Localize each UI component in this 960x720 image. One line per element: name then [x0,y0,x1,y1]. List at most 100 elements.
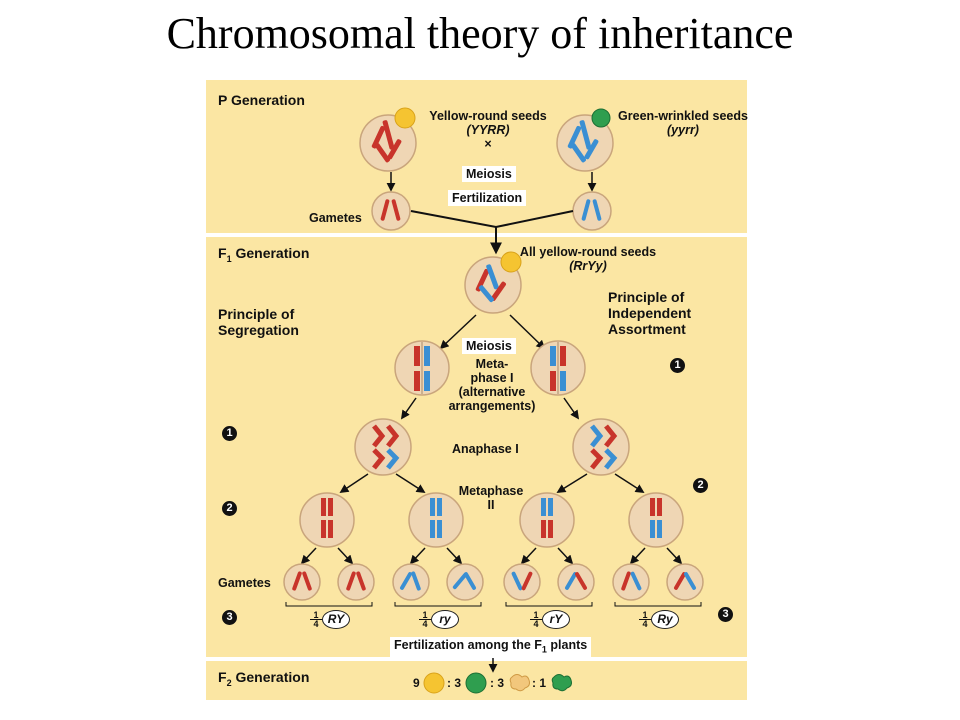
independent-line-1: Principle of [608,289,685,305]
metaphase-i-line-2: phase I [470,371,514,385]
meiosis-label-p: Meiosis [462,166,516,182]
step-3-left: 3 [222,610,237,625]
gamete-bracket-1 [285,602,373,607]
fraction-numerator: 1 [533,610,539,620]
metaphase-ii-cell-3 [519,492,575,548]
green-seed-icon [591,108,611,128]
f2-generation-heading: F2 Generation [218,670,309,690]
ratio-1: : 1 [532,676,547,690]
p-generation-panel [206,80,747,233]
gametes-label-f1: Gametes [218,576,271,590]
gamete-bracket-2 [394,602,482,607]
anaphase-i-label: Anaphase I [452,442,519,456]
metaphase-i-label: Meta- phase I (alternative arrangements) [440,357,544,413]
gamete-cell-6 [557,563,595,601]
f2-heading-sub: 2 [226,677,232,688]
parent-cell-yellow [359,114,417,172]
fraction-numerator: 1 [422,610,428,620]
gamete-type-3-genotype: rY [542,610,570,629]
gamete-bracket-3 [505,602,593,607]
page-title: Chromosomal theory of inheritance [166,9,794,58]
yellow-seeds-text: Yellow-round seeds [429,109,547,123]
metaphase-ii-cell-2 [408,492,464,548]
yellow-seeds-genotype: (YYRR) [466,123,510,137]
step-1-left: 1 [222,426,237,441]
fertilization-label-p: Fertilization [448,190,527,206]
step-2-right: 2 [693,478,708,493]
fraction-denominator: 4 [639,619,651,629]
fert-among-text: Fertilization among the F [394,638,542,652]
gamete-type-2-genotype: ry [431,610,459,629]
gamete-type-1-genotype: RY [322,610,350,629]
gametes-label-p: Gametes [309,211,362,225]
metaphase-ii-label: Metaphase II [446,484,536,512]
cross-symbol: × [484,137,492,151]
yellow-seed-icon [394,107,416,129]
gamete-bracket-4 [614,602,702,607]
parent-cell-green [556,114,614,172]
metaphase-i-cell-right [530,340,586,396]
p-gamete-yellow [371,191,411,231]
independent-line-3: Assortment [608,321,686,337]
yellow-seed-icon [500,251,522,273]
step-2-left: 2 [222,501,237,516]
metaphase-i-line-3: (alternative [458,385,526,399]
independent-line-2: Independent [608,305,692,321]
f1-heading-sub: 1 [226,253,232,264]
green-wrinkled-seed-icon [551,674,572,692]
metaphase-i-cell-left [394,340,450,396]
gamete-cell-4 [446,563,484,601]
gamete-type-4-genotype: Ry [651,610,679,629]
green-seeds-text: Green-wrinkled seeds [618,109,748,123]
gamete-cell-3 [392,563,430,601]
metaphase-ii-cell-4 [628,492,684,548]
yellow-wrinkled-seed-icon [509,674,530,692]
f1-seeds-label: All yellow-round seeds (RrYy) [518,245,658,273]
yellow-seeds-label: Yellow-round seeds (YYRR) × [418,109,558,151]
segregation-line-1: Principle of [218,306,295,322]
segregation-line-2: Segregation [218,322,299,338]
f2-heading-rest: Generation [231,669,310,685]
gamete-cell-1 [283,563,321,601]
green-round-seed-icon [465,672,487,694]
f1-seeds-text: All yellow-round seeds [519,245,657,259]
step-1-right: 1 [670,358,685,373]
step-3-right: 3 [718,607,733,622]
metaphase-ii-line-1: Metaphase [458,484,524,498]
principle-of-independent-assortment: Principle of Independent Assortment [608,289,691,337]
f1-seeds-genotype: (RrYy) [569,259,607,273]
fert-among-sub: 1 [541,644,547,655]
ratio-9: 9 [413,676,420,690]
f1-heading-rest: Generation [231,245,310,261]
gamete-cell-5 [503,563,541,601]
fertilization-among-f1-label: Fertilization among the F1 plants [390,637,592,658]
diagram-graphics [283,107,704,694]
fraction-denominator: 4 [419,619,431,629]
anaphase-i-cell-right [572,418,630,476]
f1-generation-heading: F1 Generation [218,246,309,266]
fraction-numerator: 1 [313,610,319,620]
gamete-cell-7 [612,563,650,601]
p-generation-heading: P Generation [218,92,305,108]
green-seeds-genotype: (yyrr) [667,123,699,137]
metaphase-i-line-4: arrangements) [448,399,536,413]
meiosis-label-f1: Meiosis [462,338,516,354]
metaphase-i-line-1: Meta- [475,357,509,371]
anaphase-i-cell-left [354,418,412,476]
green-seeds-label: Green-wrinkled seeds (yyrr) [618,109,748,137]
f1-heading-f: F [218,245,227,261]
fraction-denominator: 4 [530,619,542,629]
fraction-numerator: 1 [642,610,648,620]
fert-among-rest: plants [546,638,588,652]
principle-of-segregation: Principle of Segregation [218,306,299,338]
metaphase-ii-cell-1 [299,492,355,548]
f2-heading-f: F [218,669,227,685]
ratio-3a: : 3 [447,676,462,690]
yellow-round-seed-icon [423,672,445,694]
gamete-cell-2 [337,563,375,601]
ratio-3b: : 3 [490,676,505,690]
